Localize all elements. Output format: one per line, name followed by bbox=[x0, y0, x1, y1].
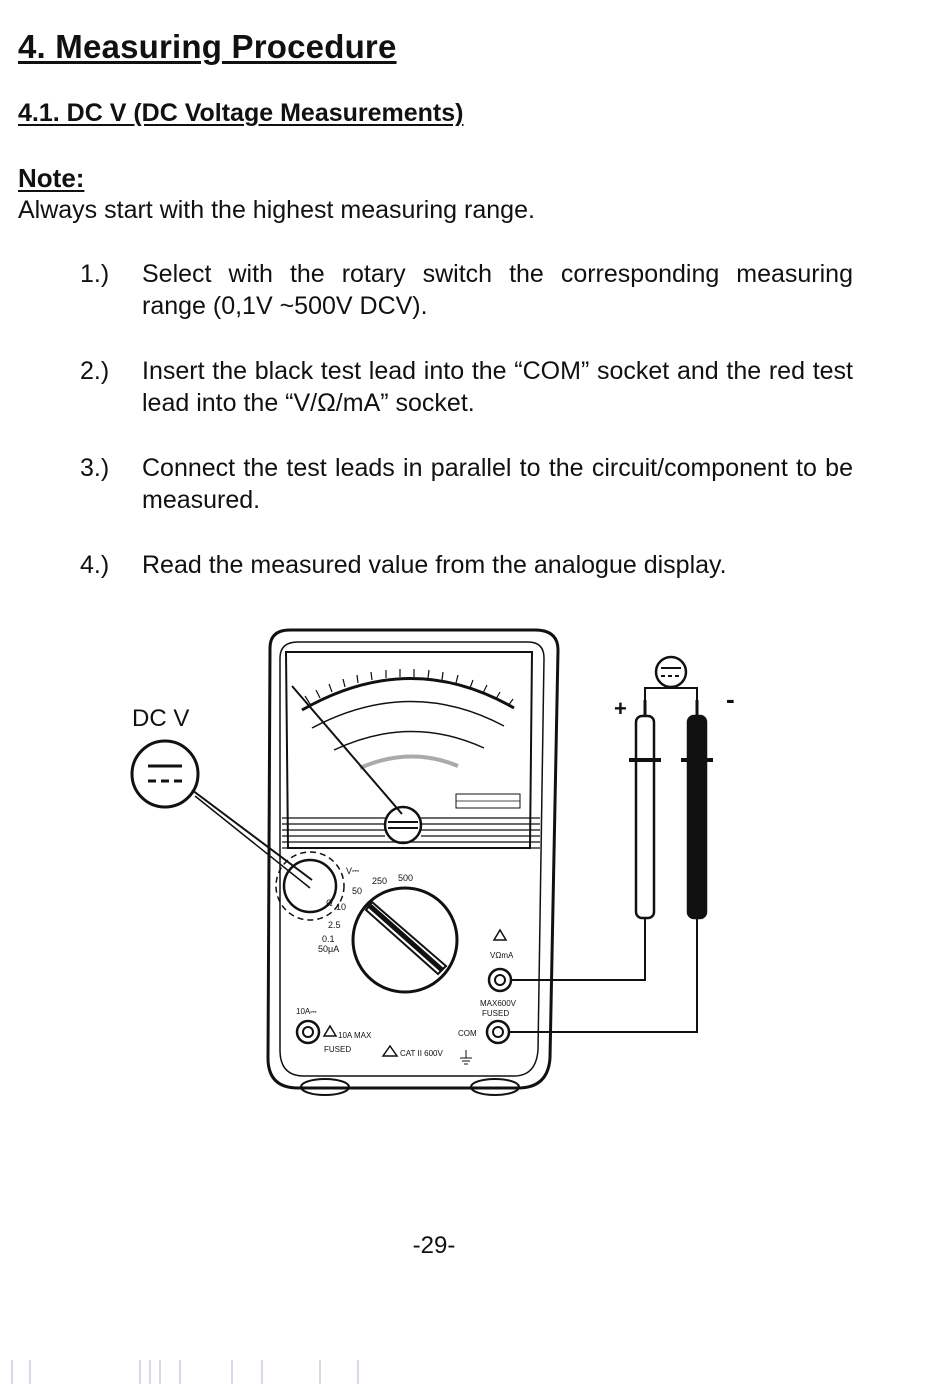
socket-label-max: MAX600V bbox=[480, 999, 517, 1008]
meter-body bbox=[266, 628, 560, 1090]
mode-label: DC V bbox=[132, 705, 189, 732]
warning-icon bbox=[492, 928, 508, 941]
step-3: 3.) Connect the test leads in parallel t… bbox=[80, 452, 853, 516]
vohm-socket[interactable] bbox=[487, 967, 513, 993]
step-number: 4.) bbox=[80, 551, 110, 579]
note-text: Always start with the highest measuring … bbox=[18, 196, 535, 224]
plus-label: + bbox=[614, 696, 627, 721]
warning-icon bbox=[322, 1024, 338, 1037]
procedure-steps: 1.) Select with the rotary switch the co… bbox=[80, 258, 853, 614]
ten-amp-socket[interactable] bbox=[295, 1019, 321, 1045]
dial-label-0-1: 0.1 bbox=[322, 934, 335, 944]
dial-label-ohm: Ω bbox=[326, 898, 333, 908]
dial-label-500: 500 bbox=[398, 873, 413, 883]
ground-icon bbox=[460, 1050, 472, 1065]
dial-label-vdc: V⎓ bbox=[346, 866, 359, 876]
step-text: Read the measured value from the analogu… bbox=[142, 551, 727, 579]
minus-label: - bbox=[726, 684, 735, 714]
socket-label-com: COM bbox=[458, 1029, 477, 1038]
dc-source-icon bbox=[654, 655, 688, 689]
black-test-probe bbox=[686, 714, 708, 920]
multimeter-diagram: DC V bbox=[130, 628, 735, 1096]
step-number: 3.) bbox=[80, 454, 110, 482]
scan-artifact bbox=[11, 1360, 359, 1384]
rotary-switch[interactable] bbox=[351, 886, 459, 994]
dial-label-250: 250 bbox=[372, 876, 387, 886]
step-number: 1.) bbox=[80, 260, 110, 288]
step-text: Insert the black test lead into the “COM… bbox=[142, 357, 853, 417]
red-test-probe bbox=[634, 714, 656, 920]
step-4: 4.) Read the measured value from the ana… bbox=[80, 549, 853, 581]
socket-label-10a: 10A⎓ bbox=[296, 1007, 317, 1016]
dial-label-2-5: 2.5 bbox=[328, 920, 341, 930]
socket-label-fused: FUSED bbox=[482, 1009, 509, 1018]
note-label: Note: bbox=[18, 163, 85, 193]
zero-adjust-screw bbox=[383, 805, 423, 845]
red-test-lead bbox=[511, 918, 646, 981]
step-2: 2.) Insert the black test lead into the … bbox=[80, 355, 853, 419]
step-number: 2.) bbox=[80, 357, 110, 385]
step-1: 1.) Select with the rotary switch the co… bbox=[80, 258, 853, 322]
socket-label-vohm: VΩmA bbox=[490, 951, 514, 960]
ohm-adjust-knob[interactable] bbox=[282, 858, 338, 914]
subsection-heading: 4.1. DC V (DC Voltage Measurements) bbox=[18, 99, 464, 127]
step-text: Select with the rotary switch the corres… bbox=[142, 260, 853, 320]
step-text: Connect the test leads in parallel to th… bbox=[142, 454, 853, 514]
warning-icon bbox=[381, 1044, 399, 1057]
dc-symbol-icon bbox=[130, 739, 200, 809]
black-test-lead bbox=[509, 918, 698, 1033]
socket-label-cat: CAT II 600V bbox=[400, 1049, 444, 1058]
meter-needle bbox=[291, 685, 403, 815]
dial-label-50: 50 bbox=[352, 886, 362, 896]
socket-label-10a-max: 10A MAX bbox=[338, 1031, 372, 1040]
dial-label-50ua: 50μA bbox=[318, 944, 339, 954]
page-number: -29- bbox=[412, 1232, 456, 1259]
socket-label-fused-10a: FUSED bbox=[324, 1045, 351, 1054]
dial-label-10: 10 bbox=[336, 902, 346, 912]
com-socket[interactable] bbox=[485, 1019, 511, 1045]
section-heading: 4. Measuring Procedure bbox=[18, 28, 397, 65]
